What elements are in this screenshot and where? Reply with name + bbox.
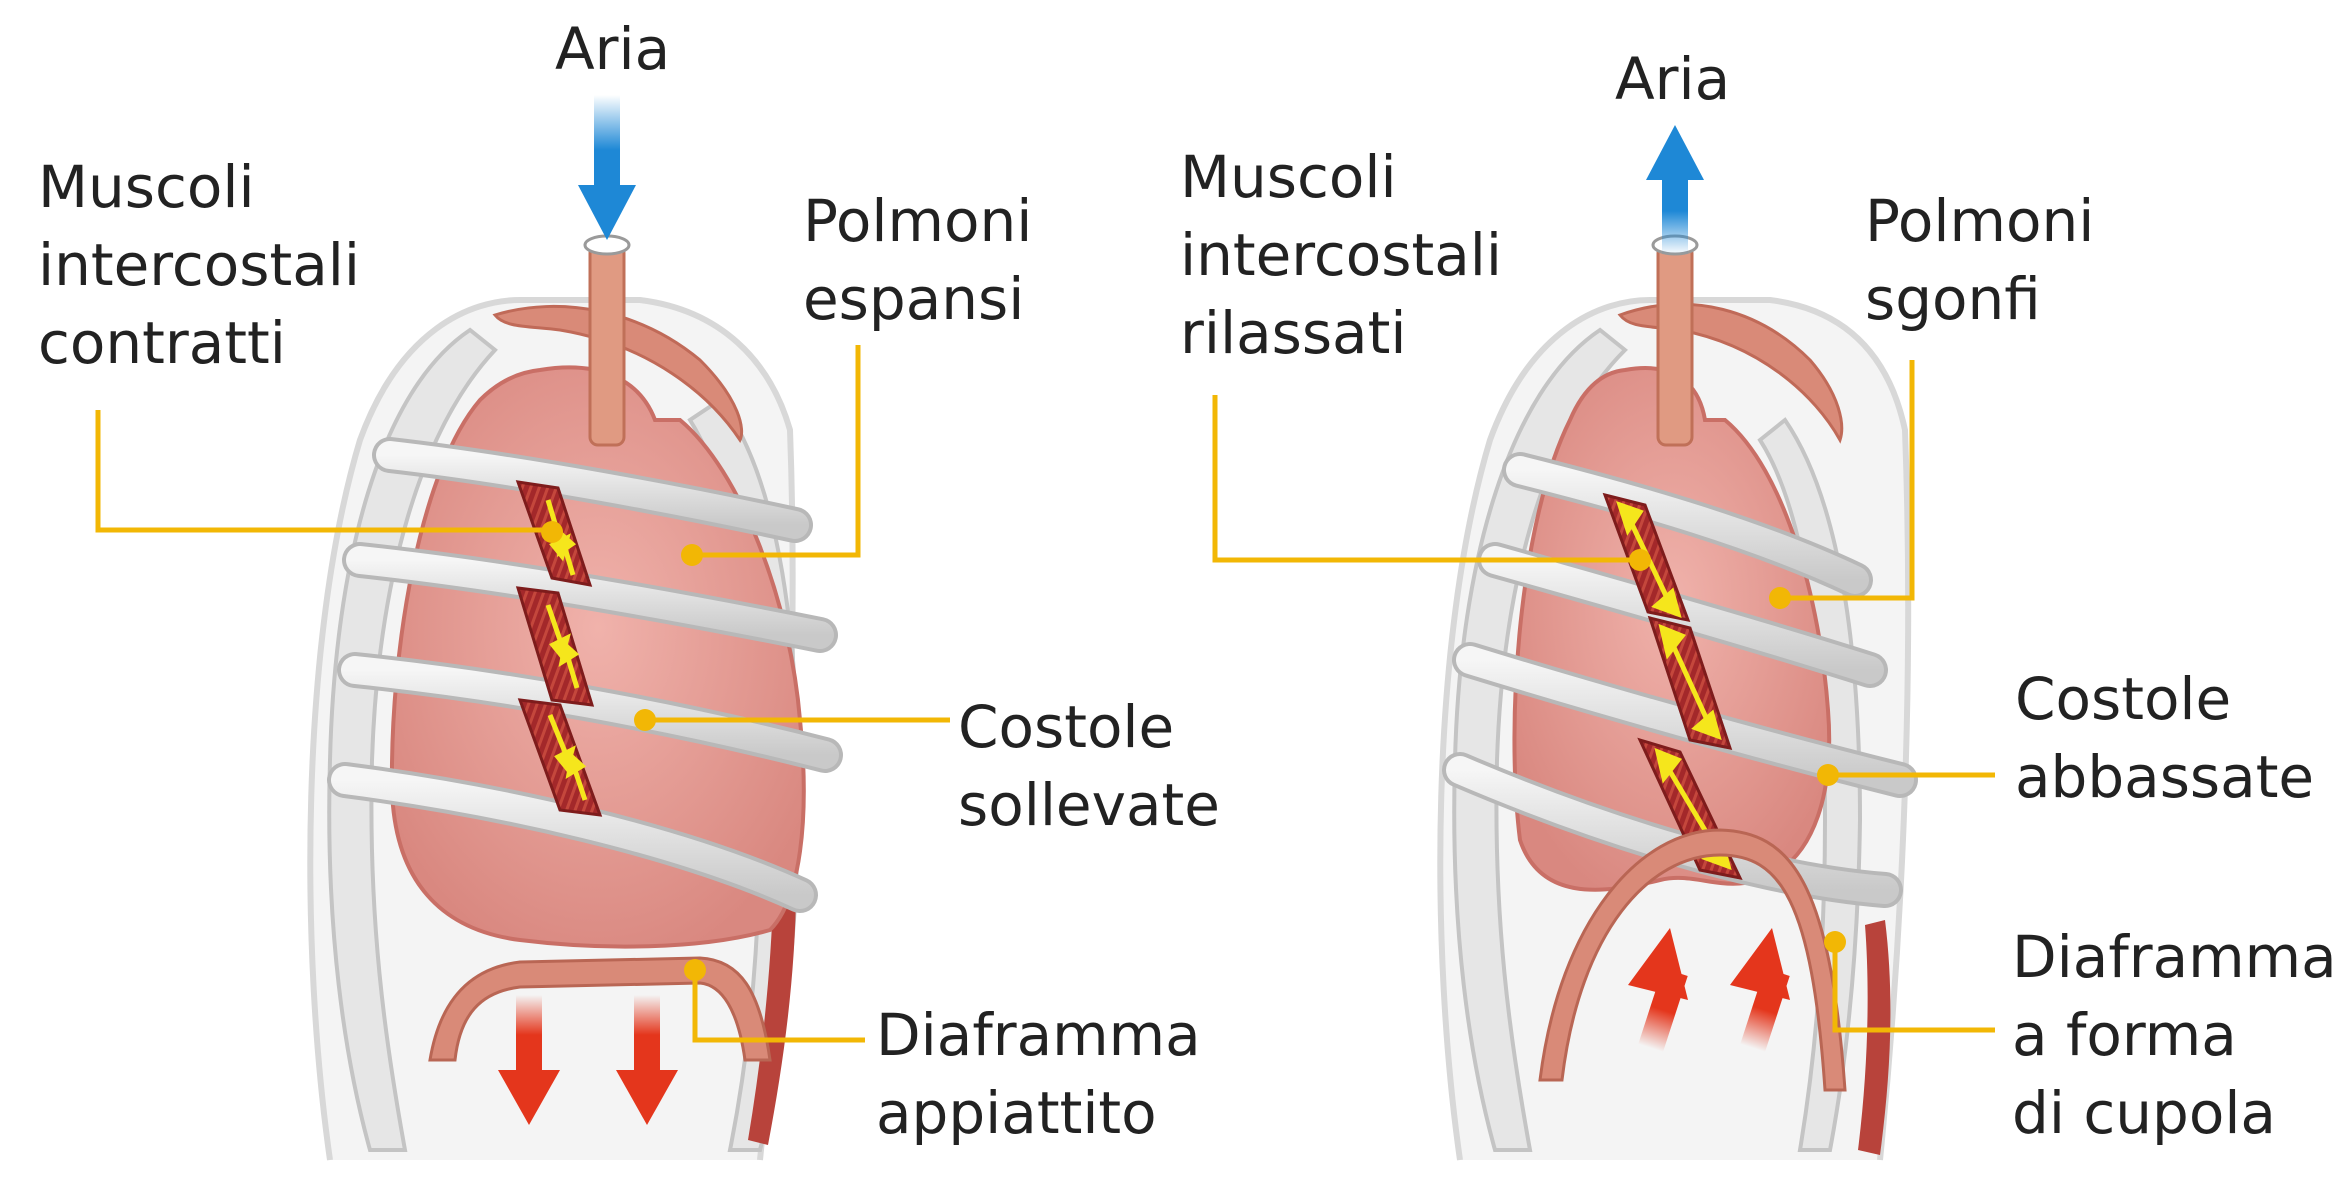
lungs-label-line: Polmoni [803,182,1032,260]
diaphragm-label-inhalation: Diaframma appiattito [876,996,1201,1152]
air-label-exhalation: Aria [1615,40,1730,118]
ribs-label-exhalation: Costole abbassate [2015,660,2314,816]
diaphragm-label-line: a forma [2012,996,2337,1074]
ribs-label-inhalation: Costole sollevate [958,688,1220,844]
lungs-label-inhalation: Polmoni espansi [803,182,1032,338]
air-arrow-in [578,95,636,240]
trachea [1658,245,1692,445]
ribs-label-line: Costole [958,688,1220,766]
diaphragm-label-line: Diaframma [2012,918,2337,996]
ribs-label-line: Costole [2015,660,2314,738]
muscles-label-line: contratti [38,304,360,382]
trachea [590,245,624,445]
muscles-label-line: Muscoli [1180,138,1502,216]
muscles-label-exhalation: Muscoli intercostali rilassati [1180,138,1502,372]
ribs-label-line: sollevate [958,766,1220,844]
diaphragm-label-line: Diaframma [876,996,1201,1074]
diaphragm-label-exhalation: Diaframma a forma di cupola [2012,918,2337,1152]
diaphragm-label-line: di cupola [2012,1074,2337,1152]
lungs-label-line: sgonfi [1865,260,2094,338]
ribs-label-line: abbassate [2015,738,2314,816]
lungs-label-exhalation: Polmoni sgonfi [1865,182,2094,338]
muscles-label-line: intercostali [38,226,360,304]
air-arrow-out [1646,125,1704,255]
diaphragm-label-line: appiattito [876,1074,1201,1152]
muscles-label-inhalation: Muscoli intercostali contratti [38,148,360,382]
air-label-inhalation: Aria [555,10,670,88]
lungs-label-line: Polmoni [1865,182,2094,260]
muscles-label-line: rilassati [1180,294,1502,372]
muscles-label-line: Muscoli [38,148,360,226]
muscles-label-line: intercostali [1180,216,1502,294]
lungs-label-line: espansi [803,260,1032,338]
